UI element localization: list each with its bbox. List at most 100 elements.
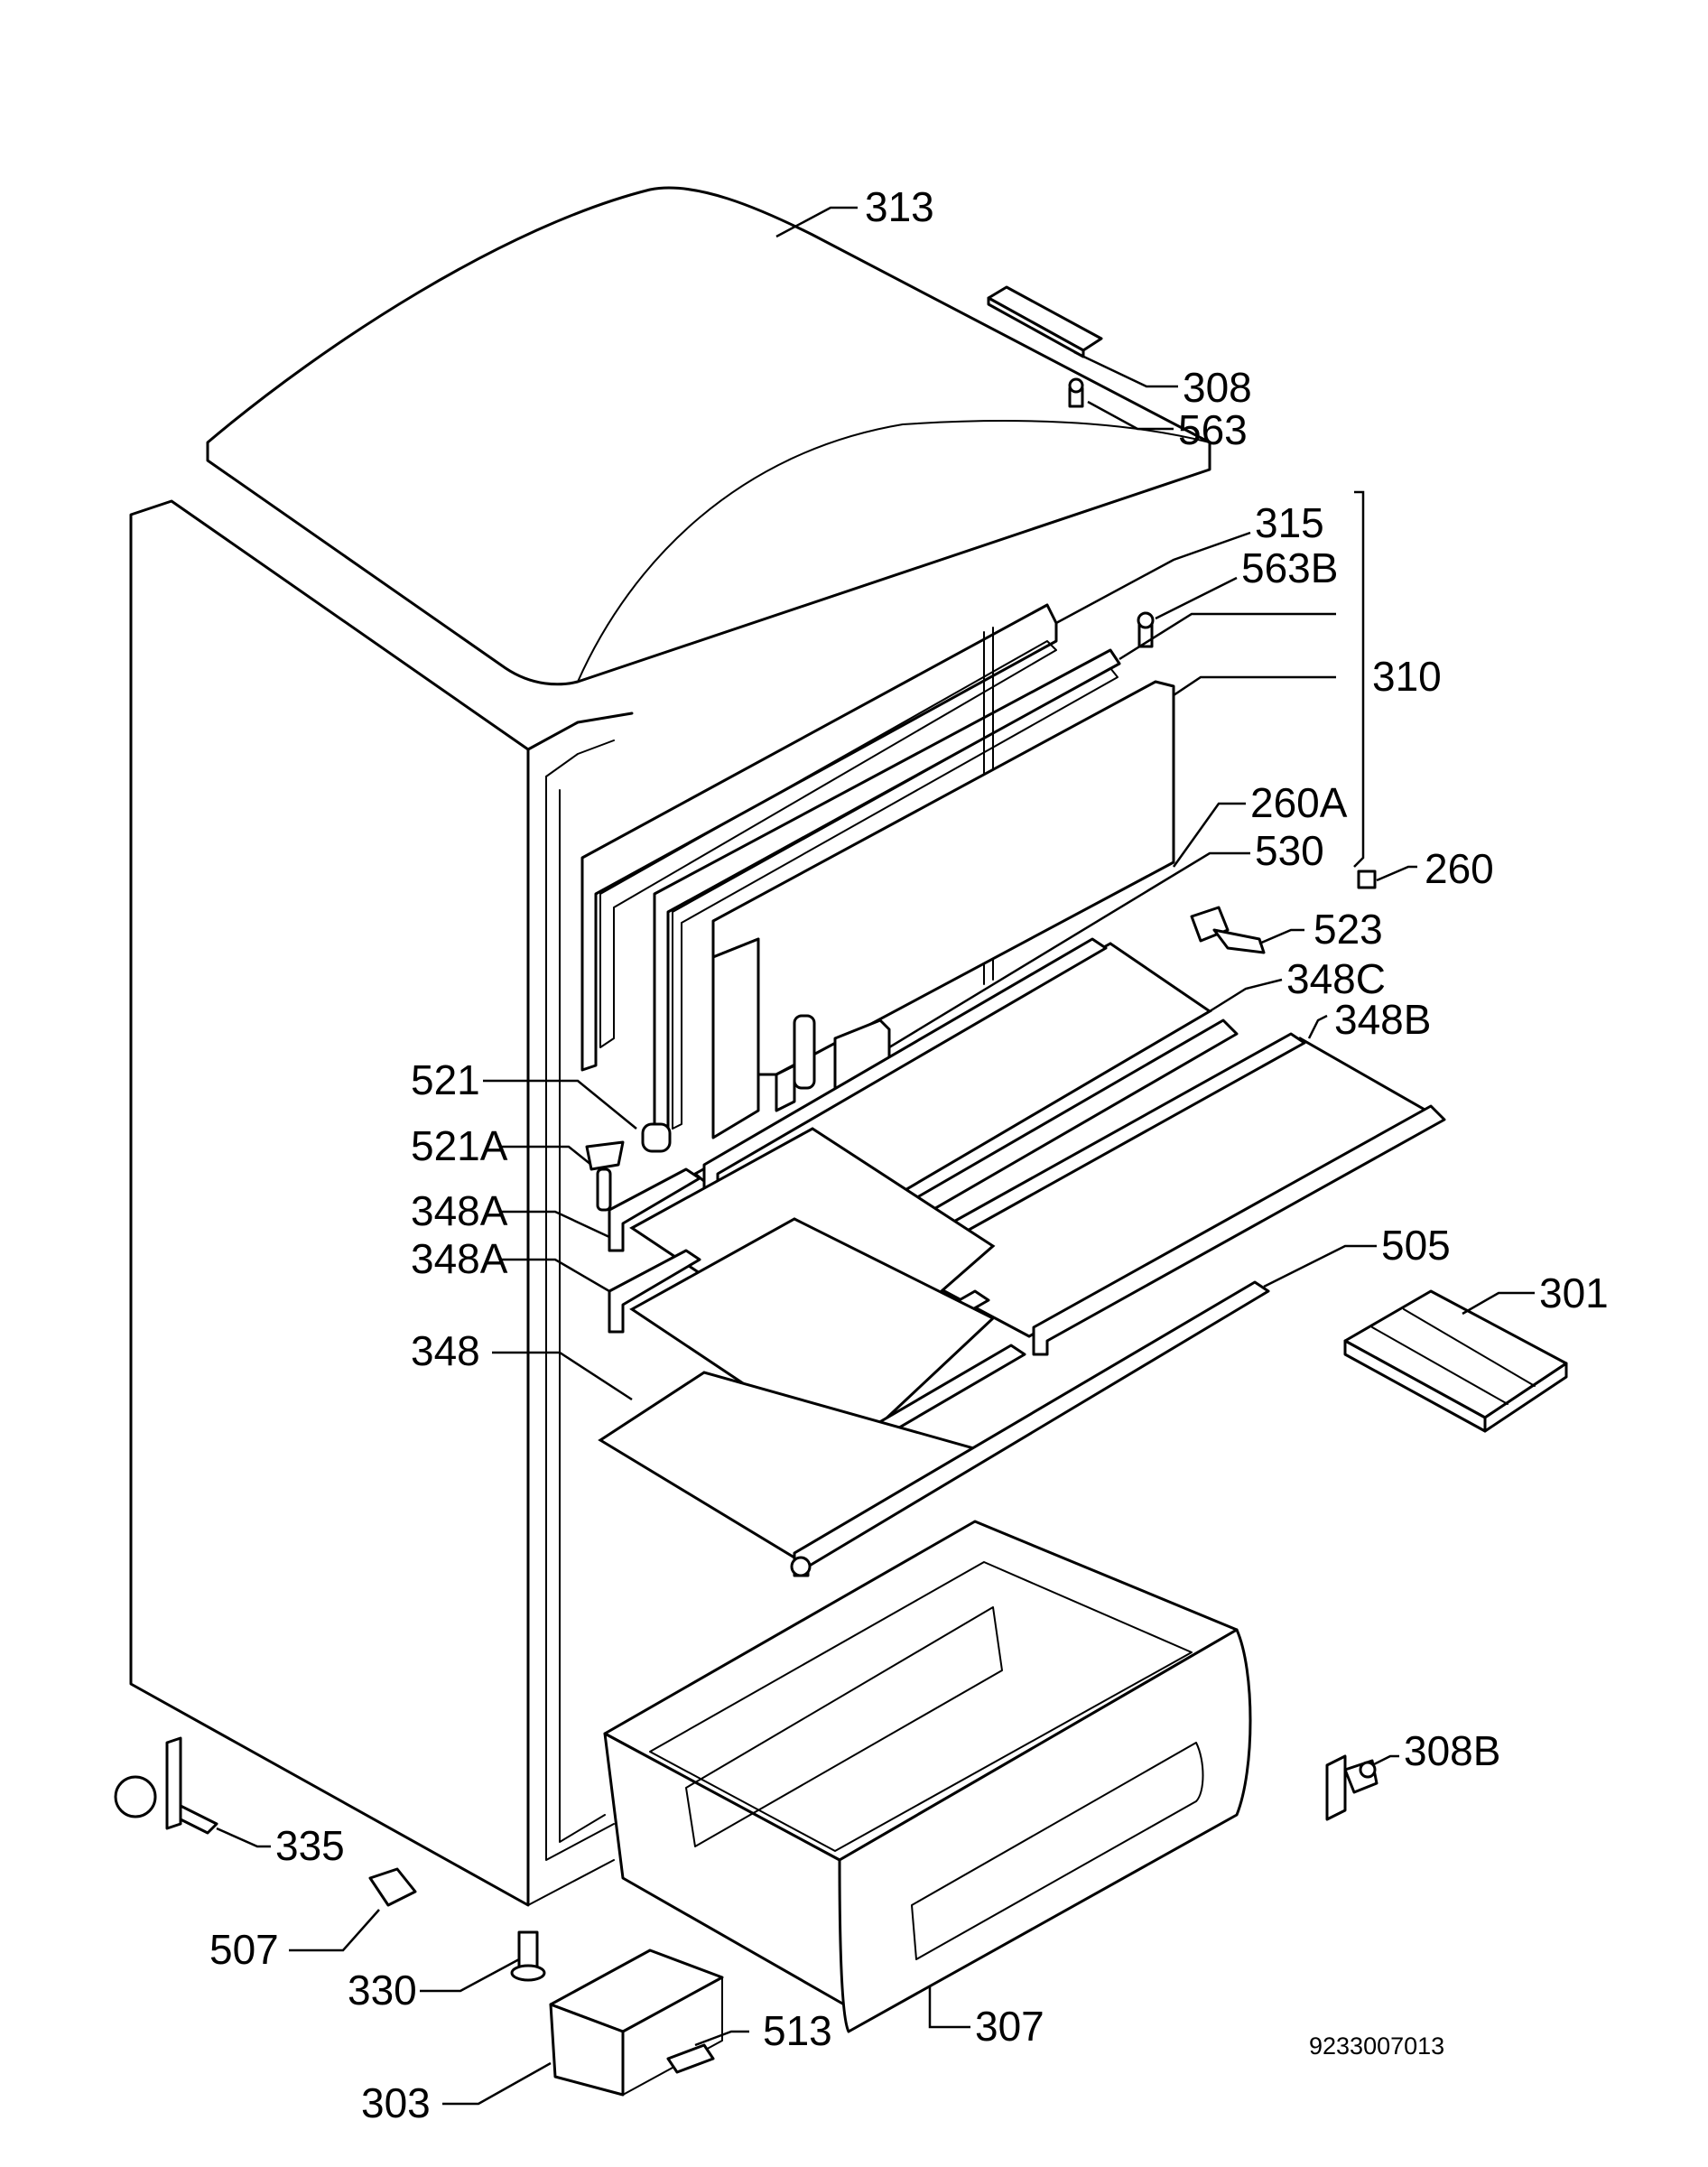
leader-513: [694, 2030, 749, 2047]
label-521: 521: [411, 1056, 480, 1103]
label-310: 310: [1372, 653, 1442, 700]
leader-521a: [501, 1145, 592, 1166]
part-315-door-frame: [580, 603, 1058, 1072]
label-521a: 521A: [411, 1122, 508, 1169]
leader-308: [1073, 350, 1178, 388]
door-frame-inner: [599, 640, 1057, 1048]
door-bracket-left: [711, 937, 760, 1139]
part-313-top-cover: [206, 186, 1211, 686]
label-348a-2: 348A: [411, 1235, 508, 1282]
holder-arm: [1212, 928, 1266, 954]
part-260-clip: [1357, 870, 1377, 889]
leader-348: [492, 1351, 633, 1401]
leader-310-a: [1119, 612, 1336, 661]
part-507-clip: [368, 1867, 417, 1907]
leader-335: [216, 1827, 271, 1848]
ice-tray-divider-2: [1403, 1308, 1536, 1387]
label-307: 307: [975, 2003, 1044, 2050]
label-308: 308: [1183, 364, 1252, 411]
bulb-cap: [585, 1140, 625, 1171]
label-348c: 348C: [1286, 955, 1386, 1002]
bracket-310: [1353, 490, 1365, 868]
label-348a-1: 348A: [411, 1187, 508, 1234]
cabinet-front-top-edge: [526, 711, 634, 751]
drawer-handle-recess: [911, 1742, 1204, 1960]
leader-307: [928, 1986, 970, 2029]
door-seal-top: [545, 739, 615, 777]
label-530: 530: [1255, 827, 1324, 874]
label-348: 348: [411, 1327, 480, 1374]
part-308b-hinge: [1325, 1754, 1378, 1821]
label-563: 563: [1178, 406, 1248, 453]
bottom-hinge-wheel: [114, 1775, 157, 1818]
label-505: 505: [1381, 1222, 1451, 1269]
screw-head: [1137, 611, 1155, 629]
label-303: 303: [361, 2079, 431, 2126]
leader-563: [1087, 400, 1174, 431]
cabinet-body: [129, 499, 634, 1907]
leader-303: [442, 2061, 552, 2106]
leader-348a-2: [501, 1258, 610, 1293]
rail-505-end-cap: [790, 1556, 812, 1577]
leader-301: [1462, 1291, 1535, 1316]
drawer-inner-rim: [649, 1561, 1193, 1852]
leader-563b: [1155, 576, 1238, 620]
cabinet-bottom-edge: [527, 1859, 615, 1906]
leader-348c: [1209, 978, 1283, 1013]
leader-260a: [1172, 802, 1246, 868]
part-523-holder: [1190, 906, 1266, 954]
leader-313: [775, 206, 858, 238]
shelf-348b-back-trim: [1032, 1104, 1446, 1356]
label-313: 313: [865, 183, 934, 230]
part-521-knob: [641, 1122, 672, 1153]
label-301: 301: [1539, 1270, 1609, 1316]
bottom-hinge-foot: [179, 1804, 218, 1835]
drawer-front: [838, 1628, 1252, 2033]
hinge-308b-pin: [1359, 1761, 1377, 1779]
label-315: 315: [1255, 499, 1324, 546]
door-panel-inner: [672, 667, 1119, 1130]
diagram-reference-number: 9233007013: [1309, 2032, 1444, 2060]
screw-330-head: [510, 1964, 546, 1982]
hinge-308b-plate: [1325, 1754, 1347, 1821]
leader-521: [483, 1079, 637, 1130]
clip-507-body: [368, 1867, 417, 1907]
part-301-ice-tray: [1343, 1289, 1568, 1433]
leader-530: [888, 851, 1250, 1049]
label-330: 330: [348, 1967, 417, 2014]
part-563-pin: [1068, 377, 1084, 408]
part-307-drawer: [603, 1520, 1252, 2033]
leader-507: [289, 1909, 380, 1952]
bottom-hinge-plate: [165, 1736, 182, 1830]
pin-head: [1068, 377, 1084, 394]
part-513-pad: [666, 2043, 715, 2074]
label-308b: 308B: [1404, 1727, 1500, 1774]
door-frame-outer: [580, 603, 1058, 1072]
plinth-side: [622, 1976, 723, 2096]
leader-308b: [1371, 1754, 1399, 1767]
door-seal-front: [545, 776, 615, 1861]
leader-348a-1: [501, 1210, 610, 1239]
top-cover-shape: [206, 186, 1211, 686]
screw-330-body: [517, 1930, 539, 1970]
label-348b: 348B: [1334, 996, 1431, 1043]
bulb-glass: [596, 1167, 612, 1212]
label-260: 260: [1425, 845, 1494, 892]
drawer-interior-back: [685, 1606, 1003, 1847]
label-507: 507: [209, 1926, 279, 1973]
leader-310-b: [1173, 675, 1336, 697]
ice-tray-divider-1: [1371, 1326, 1508, 1405]
door-seal-inner: [559, 789, 606, 1843]
top-cover-curve: [577, 420, 1211, 683]
cabinet-side-panel: [129, 499, 530, 1907]
label-563b: 563B: [1241, 544, 1338, 591]
door-bracket-foot: [775, 1064, 796, 1112]
part-521a-bulb: [585, 1140, 625, 1212]
leader-260: [1376, 865, 1417, 882]
part-303-plinth: [549, 1948, 724, 2097]
label-260a: 260A: [1250, 779, 1348, 826]
leader-315: [1055, 531, 1251, 625]
part-330-screw: [510, 1930, 546, 1982]
part-505-rail: [790, 1280, 1270, 1577]
